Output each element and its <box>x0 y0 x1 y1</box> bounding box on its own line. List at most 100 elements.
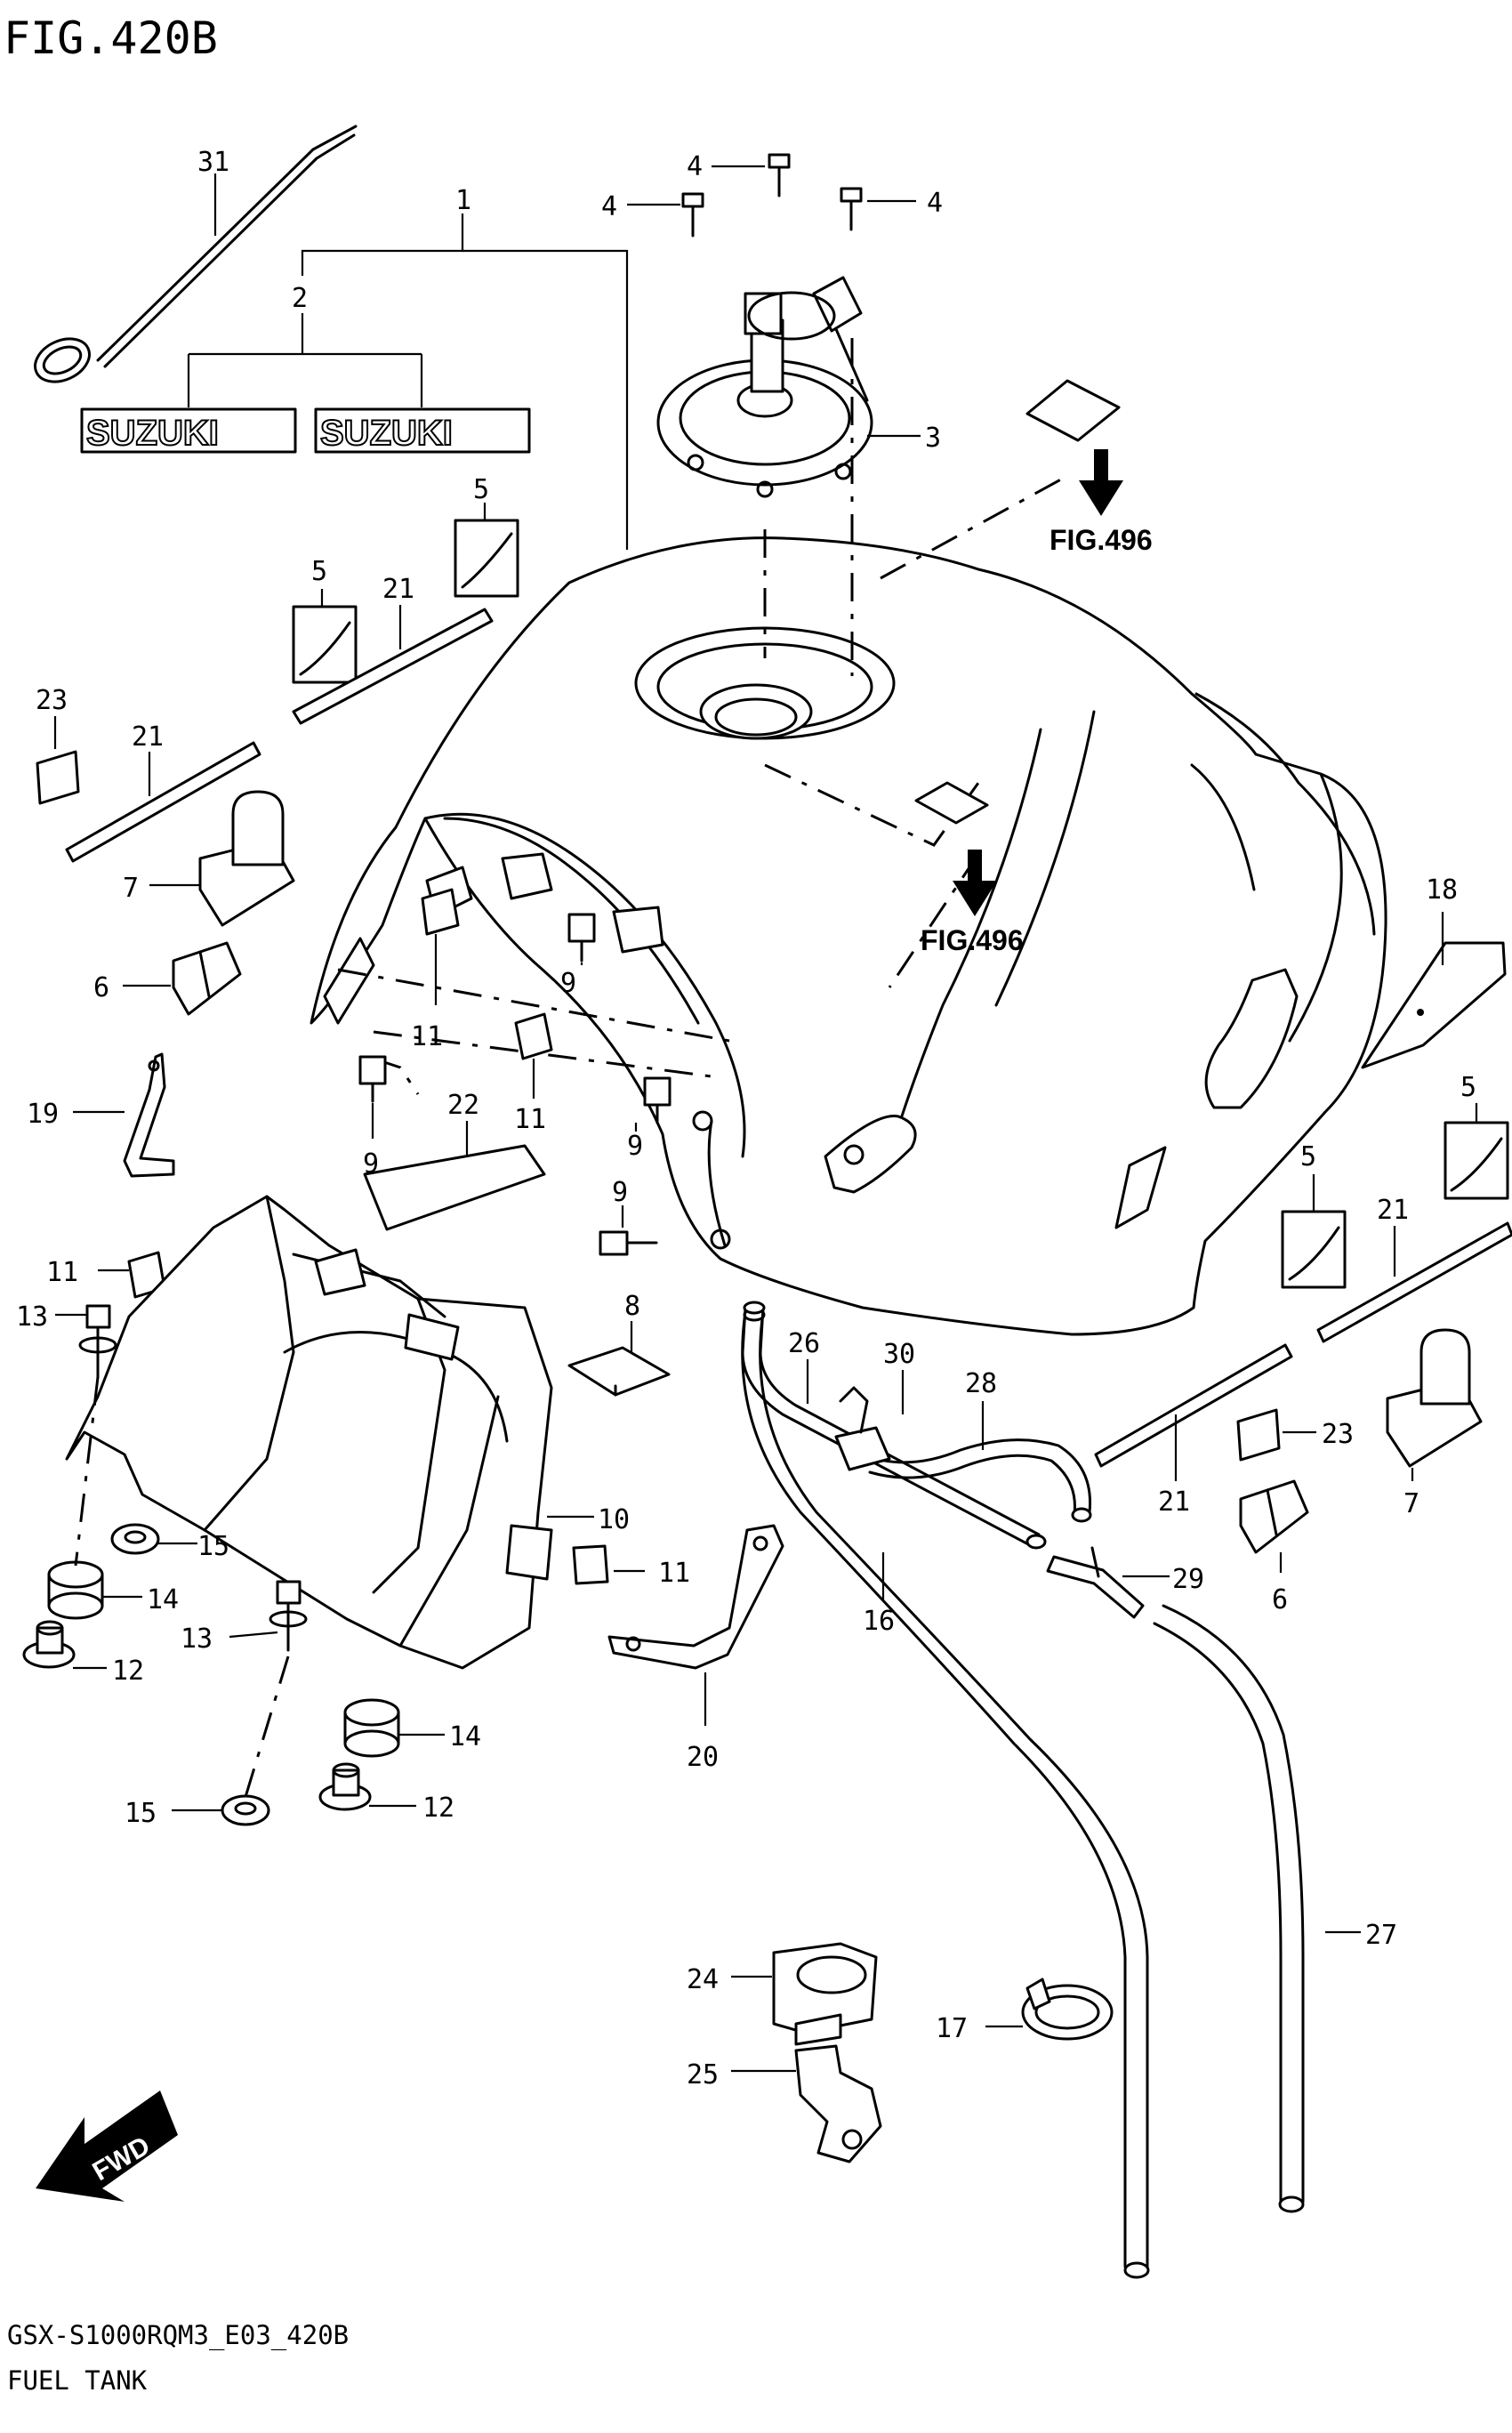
callout-20: 20 <box>687 1742 719 1773</box>
strip-21d <box>1094 1343 1293 1468</box>
washer-15a <box>110 1523 160 1555</box>
callout-28: 28 <box>965 1368 997 1399</box>
bolt-13a <box>78 1304 117 1379</box>
callout-14a: 14 <box>147 1584 179 1615</box>
callout-5a: 5 <box>473 474 489 505</box>
down-arrow-mid <box>953 850 997 916</box>
clip-25 <box>794 2044 882 2163</box>
cushion-6a <box>172 941 242 1016</box>
callout-9d: 9 <box>612 1177 628 1208</box>
callout-5c: 5 <box>1460 1072 1476 1103</box>
collar-12a <box>22 1620 76 1669</box>
figure-title: FIG.420B <box>4 12 218 64</box>
callout-19: 19 <box>27 1099 59 1130</box>
decal-5b <box>292 605 358 684</box>
cushion-7b <box>1386 1328 1483 1468</box>
footer-code: GSX-S1000RQM3_E03_420B <box>7 2320 349 2351</box>
decal-5c <box>1444 1121 1509 1200</box>
fwd-arrow-icon: FWD <box>36 2091 178 2202</box>
bolt-4c <box>840 187 863 231</box>
bolt-9d <box>599 1230 658 1256</box>
dashline-bolts-upper <box>337 968 730 1043</box>
clamp-30 <box>834 1386 891 1471</box>
callout-12b: 12 <box>422 1793 454 1824</box>
callout-1: 1 <box>455 185 471 216</box>
bolt-13b <box>269 1580 308 1652</box>
callout-21b: 21 <box>132 721 164 753</box>
collar-12b <box>318 1762 372 1811</box>
callout-10: 10 <box>598 1504 630 1535</box>
callout-24: 24 <box>687 1964 719 1995</box>
callout-5d: 5 <box>1300 1141 1316 1172</box>
callout-8: 8 <box>624 1291 640 1322</box>
callout-7a: 7 <box>123 873 139 904</box>
callout-7b: 7 <box>1403 1488 1420 1519</box>
callout-3: 3 <box>925 423 941 454</box>
hose-26 <box>741 1301 1047 1550</box>
suzuki-emblem-left: SUZUKI <box>80 407 297 454</box>
callout-15b: 15 <box>125 1798 157 1829</box>
callout-23b: 23 <box>1322 1419 1354 1450</box>
bolt-9a <box>567 913 596 963</box>
callout-14b: 14 <box>449 1721 481 1752</box>
dashline-13b <box>244 1656 290 1798</box>
callout-2: 2 <box>292 283 308 314</box>
bolt-9c <box>643 1076 672 1124</box>
grommet-14a <box>47 1560 104 1620</box>
pad-23b <box>1236 1408 1281 1462</box>
callout-9a: 9 <box>560 968 576 999</box>
callout-4a: 4 <box>687 151 703 182</box>
clamp-17 <box>1021 1978 1114 2041</box>
fuel-tank-part <box>310 536 1387 1336</box>
callout-11c: 11 <box>46 1257 78 1288</box>
strip-21c <box>1316 1221 1512 1343</box>
callout-13b: 13 <box>181 1623 213 1655</box>
callout-9c: 9 <box>627 1131 643 1162</box>
cushion-7a <box>198 790 295 927</box>
joint-29 <box>1046 1546 1145 1619</box>
bolt-4a <box>681 192 704 238</box>
callout-17: 17 <box>936 2013 968 2044</box>
bolt-9b <box>358 1055 387 1103</box>
label-sheet-18 <box>1361 941 1507 1069</box>
callout-11d: 11 <box>658 1558 690 1589</box>
footer-name: FUEL TANK <box>7 2365 148 2396</box>
leader-1-tank <box>462 249 629 550</box>
clip-11b <box>514 1012 553 1060</box>
bolt-4b <box>768 153 791 197</box>
callout-31: 31 <box>197 147 229 178</box>
callout-30: 30 <box>883 1339 915 1370</box>
clip-11a <box>421 888 460 936</box>
bracket-20 <box>607 1524 784 1670</box>
callout-21c: 21 <box>1377 1195 1409 1226</box>
strip-21a <box>292 608 494 725</box>
leader-1 <box>301 213 464 276</box>
leader-2 <box>187 313 423 407</box>
fig-ref-middle: FIG.496 <box>921 924 1024 956</box>
pad-8 <box>567 1346 671 1397</box>
seal-sheet-22 <box>363 1144 546 1231</box>
callout-23a: 23 <box>36 685 68 716</box>
leader-13b <box>229 1631 278 1639</box>
cushion-6b <box>1239 1479 1309 1554</box>
emblem-right-text: SUZUKI <box>320 414 453 453</box>
callout-16: 16 <box>863 1606 895 1637</box>
callout-21d: 21 <box>1158 1486 1190 1518</box>
callout-11a: 11 <box>411 1021 443 1052</box>
emblem-left-text: SUZUKI <box>86 414 219 453</box>
suzuki-emblem-right: SUZUKI <box>314 407 531 454</box>
hose-28 <box>861 1438 1092 1523</box>
callout-12a: 12 <box>112 1656 144 1687</box>
bracket-19 <box>123 1052 175 1178</box>
callout-26: 26 <box>788 1328 820 1359</box>
callout-5b: 5 <box>311 556 327 587</box>
callout-21a: 21 <box>382 574 414 605</box>
callout-6b: 6 <box>1272 1584 1288 1615</box>
callout-4c: 4 <box>927 188 943 219</box>
callout-25: 25 <box>687 2059 719 2091</box>
washer-15b <box>221 1794 270 1826</box>
fig-ref-top: FIG.496 <box>1050 524 1153 556</box>
clip-11d <box>572 1544 609 1585</box>
fig496-label-sheet-top <box>1025 379 1121 442</box>
